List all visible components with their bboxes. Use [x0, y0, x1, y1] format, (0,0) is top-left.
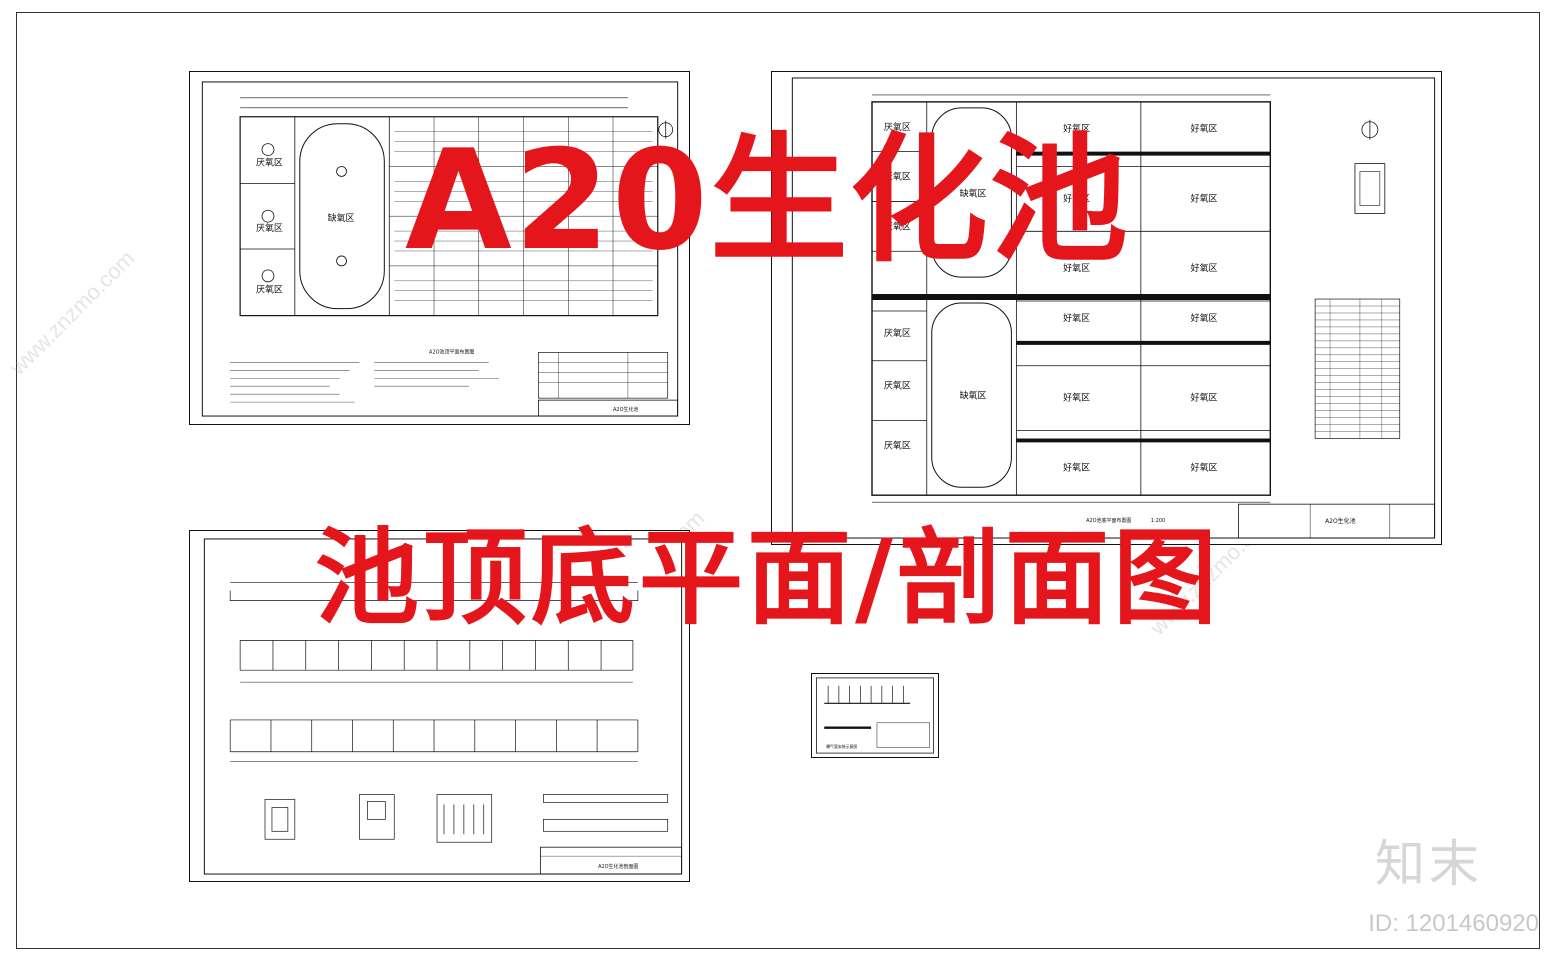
zone-label: 厌氧区	[256, 284, 283, 296]
zone-label: 厌氧区	[884, 220, 911, 232]
zone-label: 缺氧区	[960, 187, 987, 199]
main-title: A20生化池	[405, 120, 1130, 281]
zone-label: 好氧区	[1191, 262, 1218, 274]
zone-label: 好氧区	[1063, 312, 1090, 324]
sheet-caption: 曝气管安装示意图	[826, 744, 857, 749]
titleblock-label: A2O生化池	[1325, 517, 1356, 525]
zone-label: 厌氧区	[884, 380, 911, 392]
sheet-scale: 1:200	[1151, 518, 1165, 524]
zone-label: 缺氧区	[960, 390, 987, 402]
zone-label: 好氧区	[1063, 192, 1090, 204]
zone-label: 厌氧区	[884, 327, 911, 339]
zone-label: 好氧区	[1191, 192, 1218, 204]
zone-label: 缺氧区	[328, 212, 355, 224]
drawing-sheet-bottom-plan: 厌氧区 厌氧区 厌氧区 厌氧区 厌氧区 厌氧区 缺氧区 缺氧区 好氧区 好氧区 …	[771, 71, 1442, 545]
sheet-caption: A2O池顶平面布置图	[429, 348, 474, 355]
zone-label: 厌氧区	[884, 171, 911, 183]
zone-label: 好氧区	[1063, 262, 1090, 274]
zone-label: 好氧区	[1191, 312, 1218, 324]
zone-label: 好氧区	[1063, 461, 1090, 473]
page-frame	[16, 12, 1540, 949]
zone-label: 好氧区	[1191, 392, 1218, 404]
zone-label: 好氧区	[1063, 123, 1090, 135]
titleblock-label: A2O生化池	[613, 406, 638, 413]
sections-drawing: A2O生化池剖面图	[203, 538, 683, 875]
image-id-label: ID: 1201460920	[1368, 910, 1539, 937]
sheet-caption: A2O池底平面布置图	[1086, 517, 1131, 524]
zone-label: 厌氧区	[884, 121, 911, 133]
drawing-sheet-top-plan: 厌氧区 厌氧区 厌氧区 缺氧区 A2O池顶平面布置图 A2O生化池	[189, 71, 690, 425]
titleblock-label: A2O生化池剖面图	[598, 863, 638, 870]
zone-label: 厌氧区	[256, 222, 283, 234]
bottom-plan-drawing: 厌氧区 厌氧区 厌氧区 厌氧区 厌氧区 厌氧区 缺氧区 缺氧区 好氧区 好氧区 …	[791, 77, 1436, 539]
drawing-sheet-aeration-detail: 曝气管安装示意图	[811, 673, 939, 758]
zone-label: 好氧区	[1191, 461, 1218, 473]
zone-label: 好氧区	[1191, 123, 1218, 135]
zone-label: 厌氧区	[884, 439, 911, 451]
brand-logo: 知末	[1375, 835, 1483, 893]
zone-label: 好氧区	[1063, 392, 1090, 404]
aeration-detail-drawing: 曝气管安装示意图	[816, 677, 934, 754]
sub-title: 池顶底平面/剖面图	[315, 517, 1221, 639]
zone-label: 厌氧区	[256, 156, 283, 168]
drawing-sheet-sections: A2O生化池剖面图	[189, 530, 690, 882]
top-plan-drawing: 厌氧区 厌氧区 厌氧区 缺氧区 A2O池顶平面布置图 A2O生化池	[201, 81, 679, 417]
